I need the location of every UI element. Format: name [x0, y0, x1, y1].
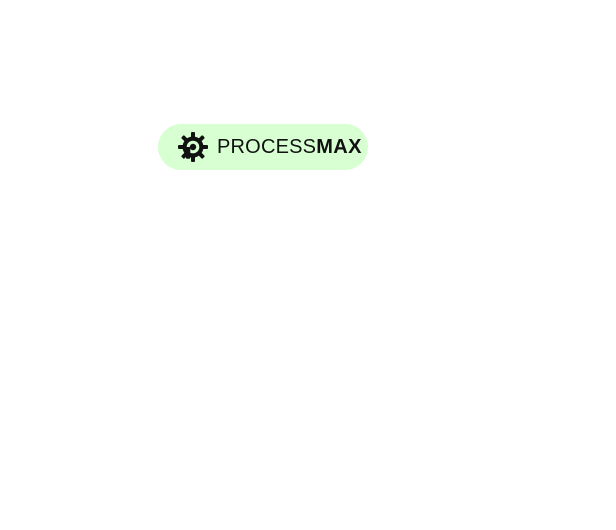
brand-name-light: PROCESS	[217, 136, 317, 158]
brand-name-bold: MAX	[316, 136, 362, 158]
gear-p-icon	[177, 131, 209, 163]
